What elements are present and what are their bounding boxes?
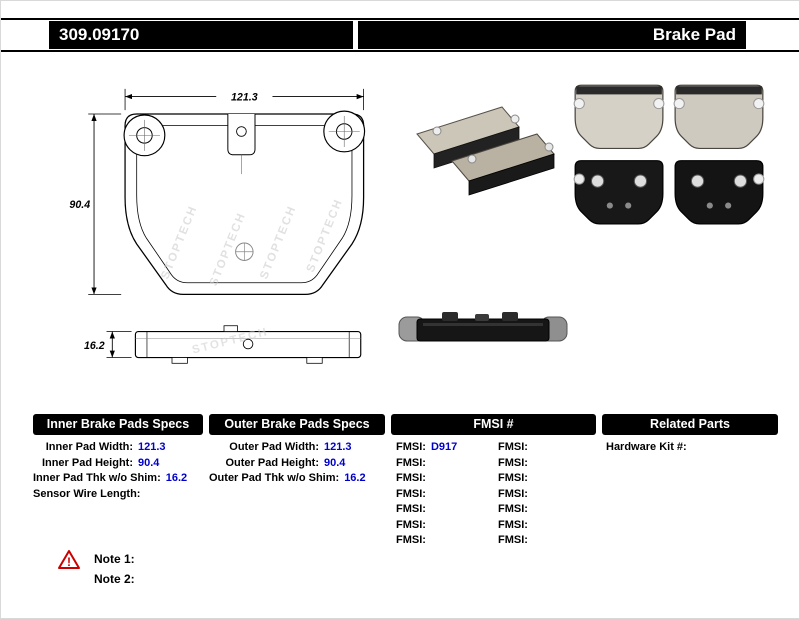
spec-label: Outer Pad Height: [225, 456, 319, 469]
spec-row: Hardware Kit #: [602, 440, 778, 456]
photo-pad-set [573, 84, 765, 225]
fmsi-left-column: FMSI: D917 FMSI: FMSI: FMSI: FMSI: [391, 440, 493, 549]
spec-value [140, 487, 145, 503]
spec-row: FMSI: [493, 502, 595, 518]
spec-row: Outer Pad Height: 90.4 [209, 456, 385, 472]
outer-specs-section: Outer Brake Pads Specs Outer Pad Width: … [209, 414, 385, 487]
spec-label: FMSI: [498, 534, 528, 546]
spec-label: Inner Pad Thk w/o Shim: [33, 472, 161, 484]
spec-value [528, 518, 533, 534]
spec-row: Inner Pad Thk w/o Shim: 16.2 [33, 471, 203, 487]
fmsi-right-column: FMSI: FMSI: FMSI: FMSI: FMSI: [493, 440, 595, 549]
spec-label: FMSI: [396, 534, 426, 546]
width-dimension-label: 121.3 [231, 91, 258, 103]
spec-label: FMSI: [396, 472, 426, 484]
spec-value: 121.3 [324, 441, 352, 453]
spec-label: Outer Pad Width: [229, 441, 319, 453]
height-dimension-label: 90.4 [69, 199, 90, 211]
fmsi-section: FMSI # FMSI: D917 FMSI: FMSI: FMSI: [391, 414, 596, 549]
spec-label: Inner Pad Height: [41, 456, 133, 469]
spec-label: FMSI: [498, 518, 528, 531]
spec-value: 16.2 [165, 472, 188, 484]
related-parts-section: Related Parts Hardware Kit #: [602, 414, 778, 456]
spec-row: FMSI: [391, 456, 493, 472]
spec-value [687, 440, 692, 456]
spec-value [528, 487, 533, 503]
spec-row: Outer Pad Width: 121.3 [209, 440, 385, 456]
spec-label: FMSI: [498, 503, 528, 515]
spec-label: Hardware Kit #: [606, 441, 687, 453]
spec-row: Inner Pad Height: 90.4 [33, 456, 203, 472]
spec-row: FMSI: [391, 533, 493, 549]
spec-row: FMSI: [391, 502, 493, 518]
product-title-bar: Brake Pad [358, 21, 746, 49]
spec-value: 90.4 [138, 456, 160, 469]
spec-value [528, 456, 533, 472]
spec-value [528, 471, 533, 487]
spec-row: FMSI: [391, 487, 493, 503]
spec-value [426, 502, 431, 518]
spec-row: Inner Pad Width: 121.3 [33, 440, 203, 456]
spec-value [426, 487, 431, 503]
fmsi-header: FMSI # [391, 414, 596, 435]
spec-value: 16.2 [344, 472, 366, 484]
spec-label: Outer Pad Thk w/o Shim: [209, 472, 340, 484]
spec-label: FMSI: [498, 441, 528, 453]
inner-specs-rows: Inner Pad Width: 121.3 Inner Pad Height:… [33, 440, 203, 502]
spec-row: Sensor Wire Length: [33, 487, 203, 503]
spec-row: FMSI: [493, 533, 595, 549]
photo-pads-angled [416, 106, 555, 196]
spec-value [528, 440, 533, 456]
fmsi-rows: FMSI: D917 FMSI: FMSI: FMSI: FMSI: [391, 440, 596, 549]
related-parts-header: Related Parts [602, 414, 778, 435]
part-number: 309.09170 [59, 25, 140, 44]
svg-text:!: ! [67, 555, 71, 569]
thickness-dimension-label: 16.2 [84, 340, 105, 352]
spec-label: FMSI: [396, 518, 426, 531]
part-number-bar: 309.09170 [49, 21, 353, 49]
inner-specs-header: Inner Brake Pads Specs [33, 414, 203, 435]
spec-value [426, 533, 431, 549]
spec-row: FMSI: [493, 471, 595, 487]
spec-label: Sensor Wire Length: [33, 487, 141, 500]
spec-value: D917 [430, 441, 458, 453]
spec-row: FMSI: [493, 518, 595, 534]
spec-value [426, 518, 431, 534]
spec-value [426, 471, 431, 487]
spec-value [528, 533, 533, 549]
spec-value [528, 502, 533, 518]
spec-label: FMSI: [396, 456, 426, 469]
spec-label: FMSI: [396, 487, 426, 500]
page-header: 309.09170 Brake Pad [1, 18, 799, 52]
outer-specs-rows: Outer Pad Width: 121.3 Outer Pad Height:… [209, 440, 385, 487]
spec-label: FMSI: [498, 456, 528, 469]
spec-label: FMSI: [498, 472, 528, 484]
spec-label: FMSI: [396, 503, 426, 515]
spec-value: 121.3 [138, 441, 166, 453]
warning-icon: ! [58, 550, 80, 569]
spec-value: 90.4 [324, 456, 346, 469]
outer-specs-header: Outer Brake Pads Specs [209, 414, 385, 435]
page-title: Brake Pad [652, 25, 736, 44]
photo-pad-edge [398, 312, 568, 342]
note-1: Note 1: [94, 552, 135, 566]
spec-row: Outer Pad Thk w/o Shim: 16.2 [209, 471, 385, 487]
spec-row: FMSI: [493, 487, 595, 503]
spec-label: FMSI: [498, 487, 528, 500]
spec-row: FMSI: [391, 518, 493, 534]
spec-row: FMSI: [493, 456, 595, 472]
spec-row: FMSI: [391, 471, 493, 487]
spec-row: FMSI: D917 [391, 440, 493, 456]
spec-label: Inner Pad Width: [45, 441, 133, 453]
inner-specs-section: Inner Brake Pads Specs Inner Pad Width: … [33, 414, 203, 502]
spec-label: FMSI: [396, 441, 426, 453]
front-view-drawing: STOPTECH STOPTECH STOPTECH STOPTECH 121.… [69, 88, 366, 296]
note-2: Note 2: [94, 572, 135, 586]
spec-row: FMSI: [493, 440, 595, 456]
side-view-drawing: STOPTECH 16.2 [84, 325, 362, 364]
related-parts-rows: Hardware Kit #: [602, 440, 778, 456]
spec-value [426, 456, 431, 472]
